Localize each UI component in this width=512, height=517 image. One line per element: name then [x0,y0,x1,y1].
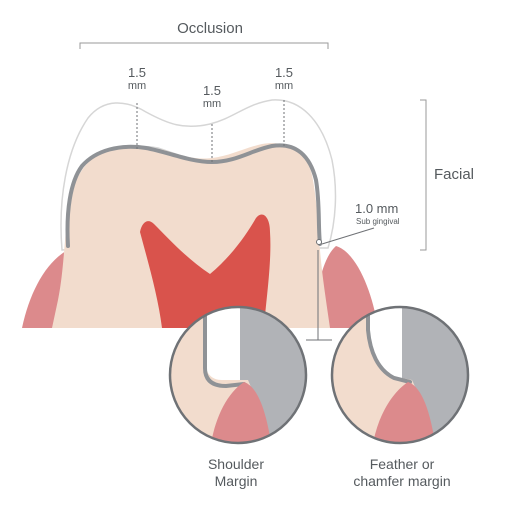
facial-label: Facial [434,166,474,183]
measure-right-value: 1.5 [275,65,293,80]
feather-detail-ring [330,305,470,445]
margin-callout-line [321,227,375,245]
measure-right-unit: mm [275,80,293,92]
margin-point [316,239,322,245]
feather-caption-line2: chamfer margin [353,473,450,489]
shoulder-caption-line1: Shoulder [208,456,264,472]
measure-left-value: 1.5 [128,65,146,80]
measure-left-unit: mm [128,80,146,92]
restoration-shell [60,99,337,251]
feather-caption-line1: Feather or [370,456,435,472]
measure-center-unit: mm [203,98,221,110]
occlusion-bracket [79,42,329,49]
pulp [140,214,271,328]
gingiva-right [312,246,378,328]
shoulder-caption-line2: Margin [215,473,258,489]
occlusion-label: Occlusion [177,20,243,37]
shoulder-detail-ring [168,305,308,445]
margin-depth-value: 1.0 mm [355,201,398,216]
facial-bracket [420,99,427,251]
margin-depth-note: Sub gingival [356,217,400,226]
measure-center-value: 1.5 [203,83,221,98]
